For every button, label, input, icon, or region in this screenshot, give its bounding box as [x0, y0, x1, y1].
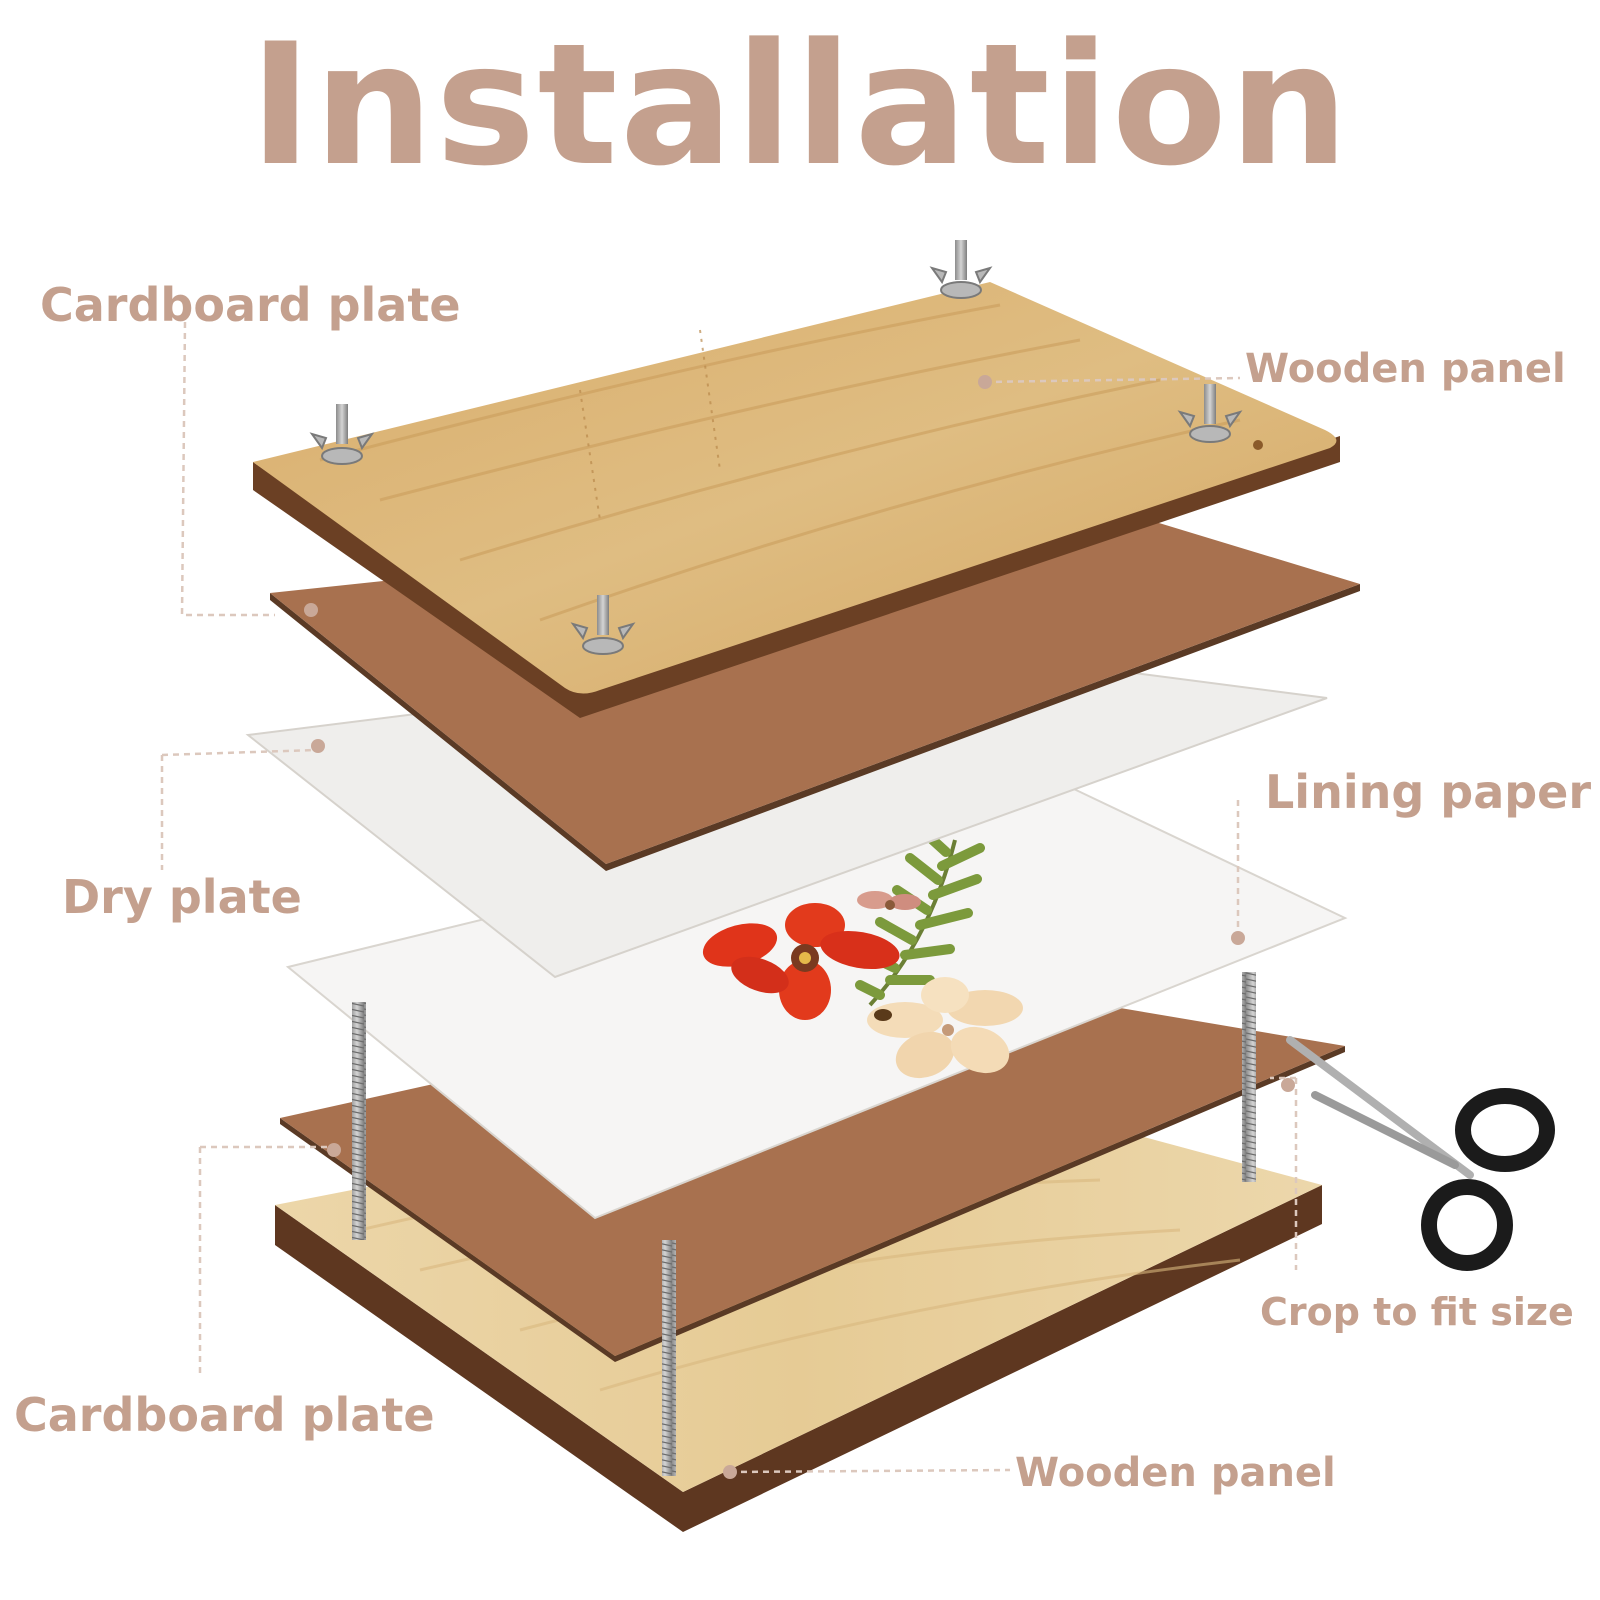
- label-wooden-panel-bottom: Wooden panel: [1015, 1450, 1336, 1496]
- top-wooden-panel: [253, 282, 1340, 718]
- label-wooden-panel-top: Wooden panel: [1245, 346, 1566, 392]
- label-cardboard-plate-bottom: Cardboard plate: [14, 1388, 435, 1442]
- callout-dots: [304, 375, 1295, 1479]
- label-dry-plate: Dry plate: [62, 870, 302, 924]
- pressed-flower-icon: [702, 827, 1023, 1079]
- label-lining-paper: Lining paper: [1265, 765, 1592, 819]
- leader-lines: [160, 321, 1298, 1474]
- page-title: Installation: [249, 7, 1351, 203]
- label-crop-to-fit-size: Crop to fit size: [1260, 1290, 1574, 1334]
- wing-nut-icon: [309, 240, 1243, 655]
- label-cardboard-plate-top: Cardboard plate: [40, 278, 461, 332]
- scissors-icon: [1286, 1036, 1555, 1271]
- threaded-rod-icon: [352, 972, 1256, 1476]
